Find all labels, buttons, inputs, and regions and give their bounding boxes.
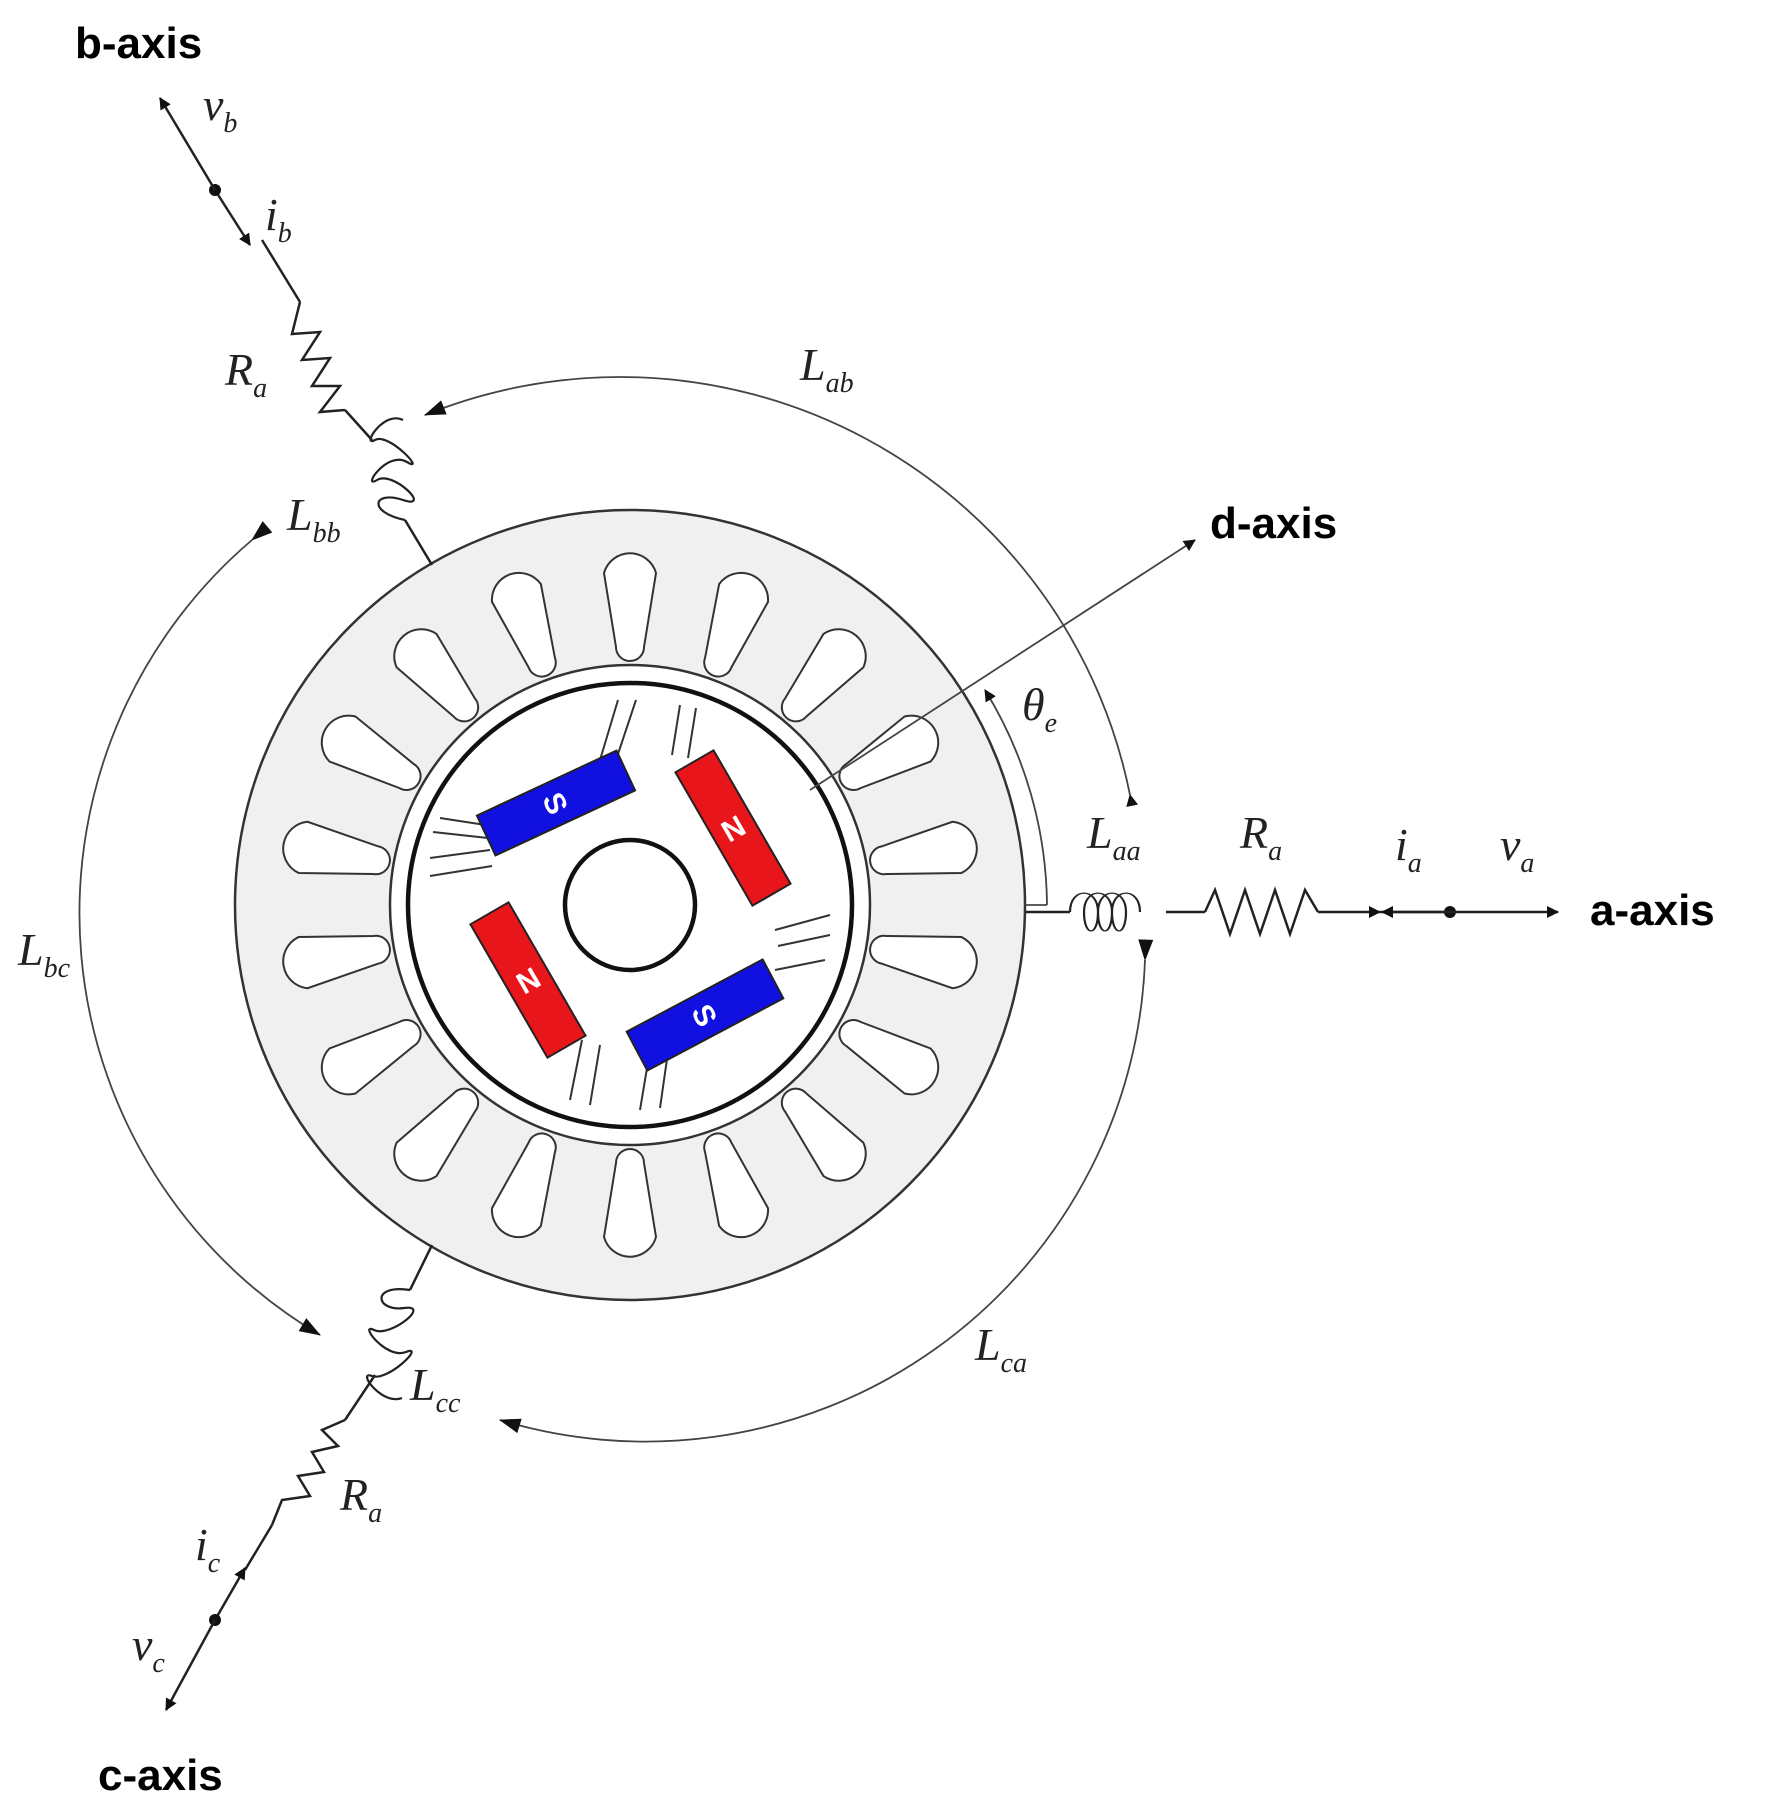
label-r-a-phase-a: Ra — [1239, 807, 1282, 867]
label-r-a-phase-c: Ra — [339, 1469, 382, 1529]
arc-lbc — [78, 521, 321, 1336]
arc-lca — [498, 939, 1154, 1443]
stator-slot — [320, 714, 422, 791]
label-v-c: vc — [132, 1619, 165, 1679]
phase-a-winding — [1025, 886, 1559, 938]
label-i-c: ic — [195, 1519, 221, 1579]
label-r-a-phase-b: Ra — [224, 344, 267, 404]
label-i-b: ib — [265, 189, 292, 249]
c-axis-label: c-axis — [98, 1751, 223, 1800]
label-l-bb: Lbb — [286, 489, 341, 549]
label-i-a: ia — [1395, 819, 1422, 879]
label-l-aa: Laa — [1086, 807, 1141, 867]
label-l-cc: Lcc — [409, 1359, 461, 1419]
label-v-a: va — [1500, 819, 1534, 879]
stator-slot — [869, 820, 978, 876]
a-axis-label: a-axis — [1590, 886, 1715, 935]
label-l-ab: Lab — [799, 339, 854, 399]
label-theta-e: θe — [1022, 679, 1057, 739]
stator-slot — [393, 1087, 480, 1182]
d-axis-label: d-axis — [1210, 499, 1337, 548]
shaft — [562, 837, 698, 973]
b-axis-label: b-axis — [75, 19, 202, 68]
phase-c-winding — [164, 1244, 434, 1711]
motor-cross-section: S N N S — [233, 508, 1027, 1302]
label-l-ca: Lca — [974, 1319, 1027, 1379]
label-v-b: vb — [203, 79, 237, 139]
stator-slot — [320, 1019, 422, 1096]
arc-lab — [424, 376, 1139, 807]
label-l-bc: Lbc — [17, 924, 71, 984]
